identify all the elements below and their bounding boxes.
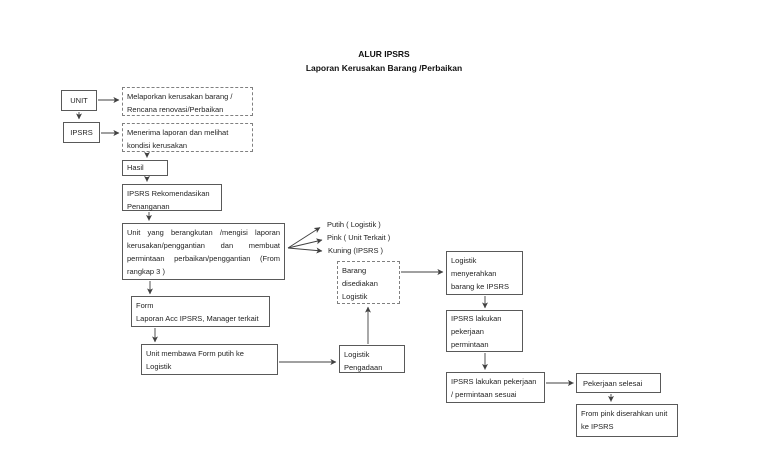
flow-node-unit-mengisi: Unit yang berangkutan /mengisi laporan k… xyxy=(122,223,285,280)
branch-label-pink: Pink ( Unit Terkait ) xyxy=(327,233,391,242)
flow-node-lakukan-permintaan: IPSRS lakukan pekerjaan permintaan xyxy=(446,310,523,352)
flow-node-hasil: Hasil xyxy=(122,160,168,176)
flow-node-lakukan-sesuai: IPSRS lakukan pekerjaan / permintaan ses… xyxy=(446,372,545,403)
branch-label-putih: Putih ( Logistik ) xyxy=(327,220,381,229)
flow-node-unit-membawa: Unit membawa Form putih ke Logistik xyxy=(141,344,278,375)
flow-node-rekomendasi: IPSRS Rekomendasikan Penanganan xyxy=(122,184,222,211)
branch-label-kuning: Kuning (IPSRS ) xyxy=(328,246,384,255)
arrow-fan-pink xyxy=(287,238,323,249)
arrow-fan-kuning xyxy=(287,247,323,254)
flow-node-barang-disediakan: Barang disediakan Logistik xyxy=(337,261,400,304)
diagram-title-line1: ALUR IPSRS xyxy=(358,49,410,59)
flow-node-from-pink: From pink diserahkan unit ke IPSRS xyxy=(576,404,678,437)
flow-node-form: Form Laporan Acc IPSRS, Manager terkait xyxy=(131,296,270,327)
arrow-fan-putih xyxy=(287,227,321,249)
flow-node-pekerjaan-selesai: Pekerjaan selesai xyxy=(576,373,661,393)
flow-node-melaporkan: Melaporkan kerusakan barang / Rencana re… xyxy=(122,87,253,116)
diagram-title-line2: Laporan Kerusakan Barang /Perbaikan xyxy=(305,63,463,73)
flow-node-logistik-menyerahkan: Logistik menyerahkan barang ke IPSRS xyxy=(446,251,523,295)
flow-node-menerima: Menerima laporan dan melihat kondisi ker… xyxy=(122,123,253,152)
flow-node-logistik-pengadaan: Logistik Pengadaan xyxy=(339,345,405,373)
flow-node-ipsrs: IPSRS xyxy=(63,122,100,143)
diagram-title: ALUR IPSRS Laporan Kerusakan Barang /Per… xyxy=(0,47,768,75)
flow-node-unit: UNIT xyxy=(61,90,97,111)
